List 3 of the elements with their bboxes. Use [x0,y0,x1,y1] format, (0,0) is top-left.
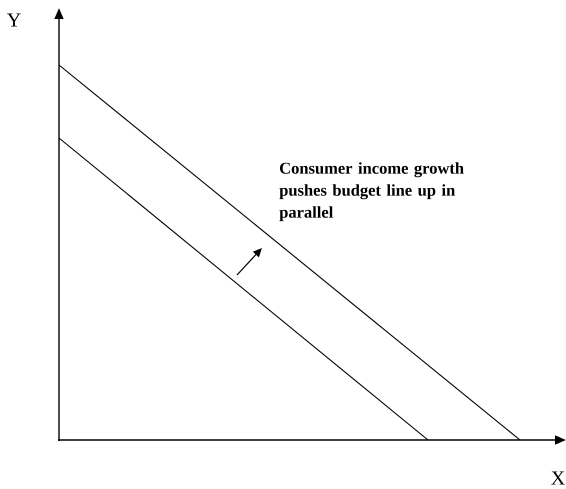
axis-label: Y [7,13,21,27]
annotation-text: Consumer income growth pushes budget line up in parallel [279,162,464,222]
axis-label: X [551,471,565,485]
